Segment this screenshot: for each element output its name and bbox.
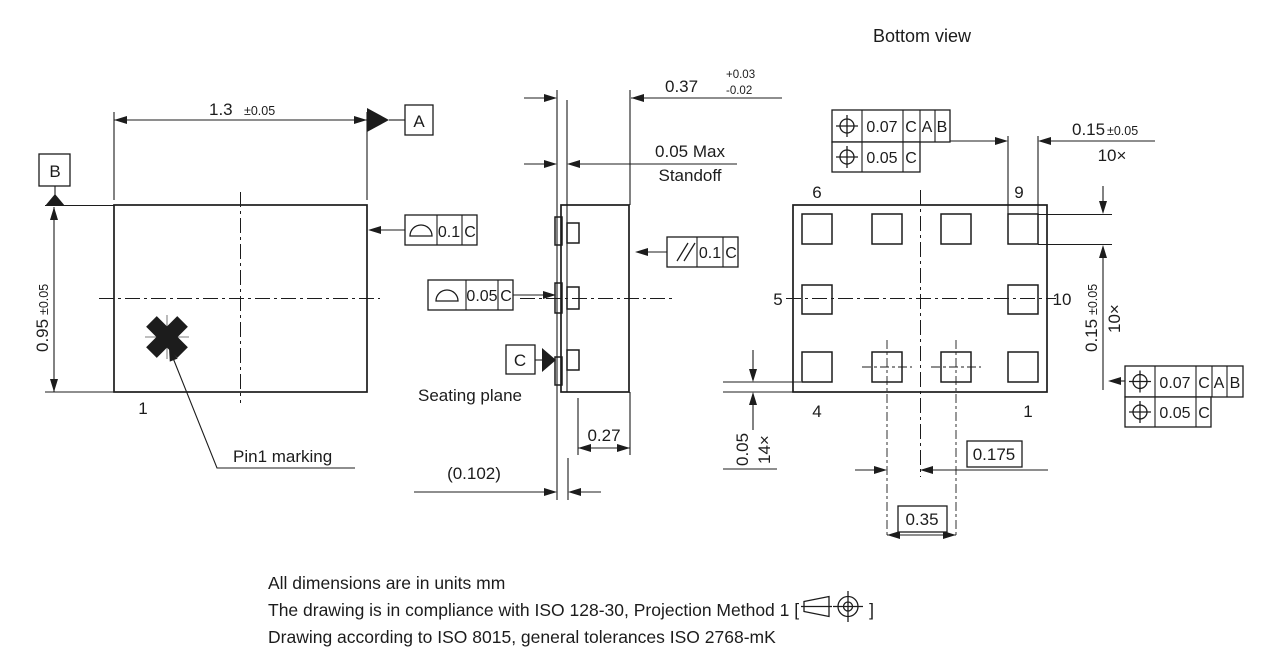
pad-edge-count: 14× [755, 435, 774, 464]
thickness-tol-plus: +0.03 [726, 69, 755, 81]
parallelism-datum: C [725, 245, 737, 262]
profile-tolerance-frame-side: 0.05 C [427, 279, 556, 311]
pitch-value: 0.35 [905, 510, 938, 529]
position-datum-a: A [922, 119, 933, 136]
position-datum-c2: C [905, 150, 917, 167]
datum-c-triangle-icon [542, 348, 556, 372]
pad-width-value: 0.15 [1072, 120, 1105, 139]
pin-1: 1 [1023, 402, 1032, 421]
profile-value: 0.1 [438, 224, 460, 241]
position-icon [1129, 401, 1151, 423]
half-pitch-dimension: 0.175 [855, 440, 1048, 474]
position-tol-2: 0.05 [1159, 405, 1190, 422]
profile-value: 0.05 [466, 288, 497, 305]
position-datum-b: B [937, 119, 948, 136]
datum-a-label: A [413, 112, 425, 131]
parallelism-icon [676, 242, 696, 262]
width-tolerance: ±0.05 [244, 104, 275, 118]
position-datum-a: A [1214, 375, 1225, 392]
lead-thickness-value: (0.102) [447, 464, 501, 483]
profile-of-surface-icon [435, 289, 459, 302]
pin-10: 10 [1053, 290, 1072, 309]
lead-length-dimension: 0.27 [578, 426, 630, 452]
parallelism-tolerance-frame: 0.1 C [635, 236, 739, 268]
position-icon [1129, 370, 1151, 393]
position-datum-b: B [1230, 375, 1241, 392]
pin-6: 6 [812, 183, 821, 202]
datum-c-box [505, 344, 536, 375]
standoff-dimension: 0.05 Max Standoff [524, 142, 737, 185]
first-angle-projection-icon [801, 591, 864, 623]
pin-5: 5 [773, 290, 782, 309]
bottom-view-title: Bottom view [873, 26, 972, 46]
note-tolerances: Drawing according to ISO 8015, general t… [268, 627, 776, 648]
thickness-tol-minus: -0.02 [726, 85, 752, 97]
datum-c-label: C [514, 351, 526, 370]
position-datum-c: C [905, 119, 917, 136]
position-tolerance-frame-top: 0.07 C A B 0.05 C [831, 109, 951, 173]
position-tol-2: 0.05 [866, 150, 897, 167]
datum-b-label: B [49, 162, 60, 181]
pin-numbers: 6 9 5 10 4 1 [773, 183, 1071, 421]
pad-height-value: 0.15 [1082, 319, 1101, 352]
pin1-x-icon [146, 316, 188, 358]
pad-height-tol: ±0.05 [1086, 284, 1100, 315]
pitch-dimension: 0.35 [887, 505, 956, 539]
note-projection-bracket: ] [869, 600, 874, 620]
datum-b-box [38, 153, 71, 187]
position-datum-c: C [1198, 375, 1210, 392]
pad-edge-dimension: 0.05 14× [723, 350, 801, 470]
side-body [520, 204, 672, 393]
pin-9: 9 [1014, 183, 1023, 202]
bottom-view: Bottom view 6 9 5 10 4 1 [723, 26, 1244, 539]
pad-edge-value: 0.05 [733, 433, 752, 466]
note-projection-text: The drawing is in compliance with ISO 12… [268, 600, 800, 620]
profile-tolerance-frame-top: 0.1 C [368, 214, 478, 246]
height-tolerance: ±0.05 [37, 284, 51, 315]
pin1-number: 1 [138, 399, 147, 418]
note-projection: The drawing is in compliance with ISO 12… [268, 591, 874, 624]
seating-plane-label: Seating plane [418, 386, 522, 405]
pad-crosshairs [862, 340, 981, 537]
profile-of-surface-icon [409, 224, 433, 237]
pad-width-tol: ±0.05 [1107, 124, 1138, 138]
width-dimension: 1.3 ±0.05 A [113, 100, 434, 200]
height-value: 0.95 [33, 319, 52, 352]
position-icon [836, 115, 858, 137]
standoff-label: Standoff [658, 166, 721, 185]
position-datum-c2: C [1198, 405, 1210, 422]
position-icon [836, 146, 858, 168]
datum-b-triangle-icon [45, 194, 65, 206]
position-tol-1: 0.07 [1159, 375, 1190, 392]
half-pitch-value: 0.175 [973, 445, 1016, 464]
standoff-value: 0.05 Max [655, 142, 725, 161]
position-tolerance-frame-right: 0.07 C A B 0.05 C [1108, 365, 1244, 428]
drawing-notes: All dimensions are in units mm The drawi… [268, 570, 874, 651]
thickness-dimension: 0.37 +0.03 -0.02 [524, 69, 782, 102]
pin1-marking: 1 Pin1 marking [138, 315, 355, 469]
pad-height-dimension: 0.15 ±0.05 10× [1038, 186, 1124, 390]
height-dimension: B 0.95 ±0.05 [33, 153, 114, 393]
thickness-value: 0.37 [665, 77, 698, 96]
top-view: 1.3 ±0.05 A B 0.95 ±0.05 [33, 100, 478, 469]
side-view: 0.37 +0.03 -0.02 0.05 Max Standoff [414, 69, 782, 500]
lead-length-value: 0.27 [587, 426, 620, 445]
pin-4: 4 [812, 402, 821, 421]
parallelism-value: 0.1 [699, 245, 721, 262]
position-tol-1: 0.07 [866, 119, 897, 136]
pin1-marking-label: Pin1 marking [233, 447, 332, 466]
profile-datum: C [464, 224, 476, 241]
pad-width-count: 10× [1098, 146, 1127, 165]
datum-a-triangle-icon [367, 108, 389, 132]
width-value: 1.3 [209, 100, 233, 119]
datum-c: C Seating plane [418, 344, 556, 405]
profile-datum: C [500, 288, 512, 305]
pad-height-count: 10× [1105, 304, 1124, 333]
lead-thickness-dimension: (0.102) [414, 464, 601, 496]
datum-a-box [404, 104, 434, 136]
pad-width-dimension: 0.15 ±0.05 10× [950, 120, 1155, 214]
note-units: All dimensions are in units mm [268, 573, 506, 593]
